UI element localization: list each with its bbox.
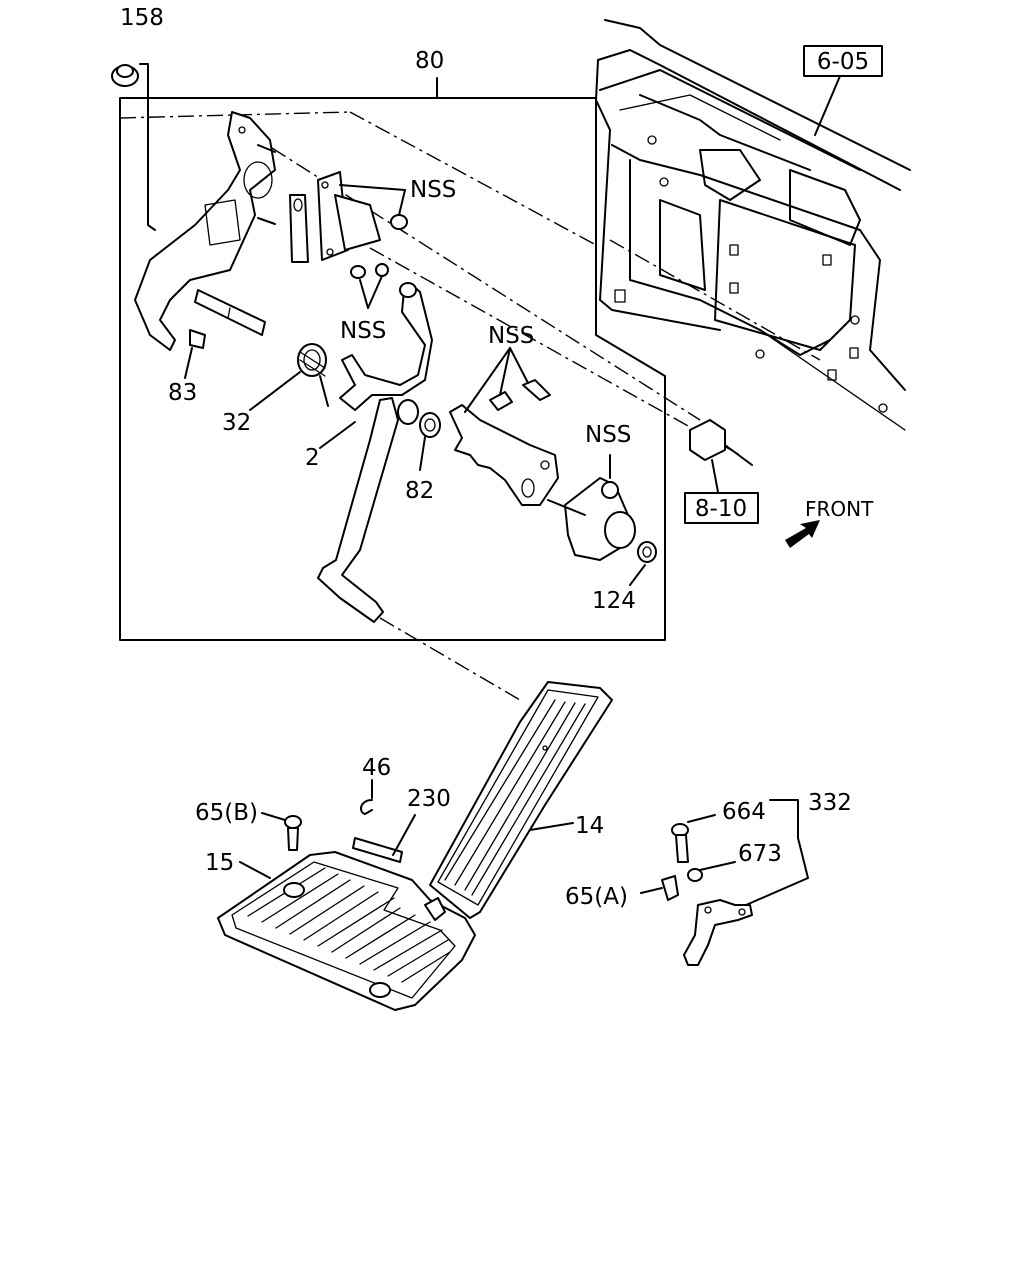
reference-box-8-10: 8-10 — [684, 492, 759, 524]
label-80: 80 — [415, 48, 444, 74]
label-65a: 65(A) — [565, 884, 628, 910]
label-124: 124 — [592, 588, 636, 614]
label-32: 32 — [222, 410, 251, 436]
e-clip-46 — [359, 779, 373, 815]
label-nss-sensor-bottom: NSS — [340, 318, 386, 344]
label-2: 2 — [305, 445, 320, 471]
connector-plug — [689, 419, 753, 493]
bushing-82 — [419, 412, 441, 471]
ref-6-05-label: 6-05 — [817, 49, 869, 75]
label-82: 82 — [405, 478, 434, 504]
ref-8-10-label: 8-10 — [695, 496, 747, 522]
front-label: FRONT — [805, 497, 874, 521]
firewall-panel — [595, 19, 911, 431]
bracket-set-332 — [640, 799, 809, 966]
pivot-shaft — [194, 289, 266, 336]
accelerator-pedal-14 — [429, 681, 613, 919]
damper-bracket — [449, 347, 559, 506]
damper-unit — [547, 454, 636, 561]
label-46: 46 — [362, 755, 391, 781]
pin-230 — [352, 814, 416, 863]
pedal-sensor — [289, 171, 381, 263]
spring-32 — [249, 343, 329, 411]
label-14: 14 — [575, 813, 604, 839]
clip-83 — [184, 329, 206, 379]
nut-158 — [111, 63, 156, 231]
label-nss-sensor-top: NSS — [410, 177, 456, 203]
label-230: 230 — [407, 786, 451, 812]
reference-box-6-05: 6-05 — [803, 45, 883, 136]
bolt-65b — [261, 812, 302, 851]
pedal-base-15 — [217, 851, 476, 1011]
label-83: 83 — [168, 380, 197, 406]
label-664: 664 — [722, 799, 766, 825]
label-15: 15 — [205, 850, 234, 876]
pedal-bracket — [134, 111, 276, 351]
nss-nuts — [339, 184, 408, 309]
label-65b: 65(B) — [195, 800, 258, 826]
nut-124 — [629, 541, 657, 586]
label-673: 673 — [738, 841, 782, 867]
label-158: 158 — [120, 5, 164, 31]
front-arrow: FRONT — [785, 497, 874, 548]
pedal-arm-2 — [317, 282, 433, 623]
label-nss-damper: NSS — [585, 422, 631, 448]
label-nss-bracket: NSS — [488, 323, 534, 349]
part-labels: 158 80 NSS NSS NSS NSS 83 32 2 82 124 46… — [120, 5, 852, 910]
label-332: 332 — [808, 790, 852, 816]
